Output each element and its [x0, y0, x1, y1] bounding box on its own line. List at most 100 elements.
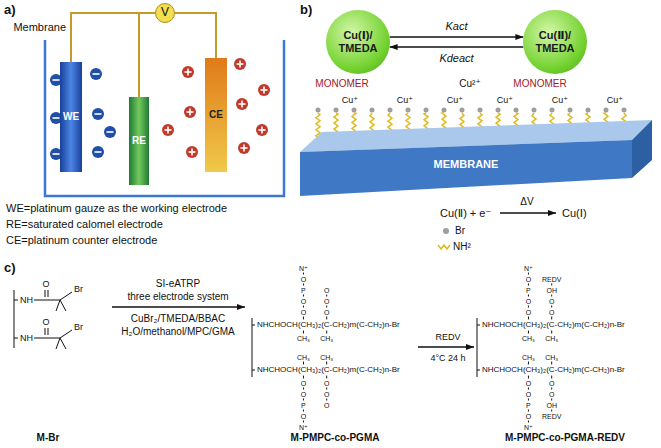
bond-line — [303, 376, 304, 379]
reaction-arrow — [418, 346, 474, 347]
legend-text: Br — [455, 225, 465, 237]
cation-symbol — [186, 146, 198, 158]
bromine-dot — [316, 108, 321, 113]
electrode-note: WE=platinum gauze as the working electro… — [6, 202, 227, 215]
compound-name: M-Br — [37, 432, 60, 444]
atom-label: N⁺ — [299, 424, 308, 431]
bond-line — [528, 410, 529, 412]
counter-electrode: CE — [205, 58, 227, 172]
bond-line — [551, 306, 552, 308]
condition-label: three electrode system — [127, 291, 228, 303]
atom-label: NH — [20, 295, 33, 305]
panel-letter: a) — [4, 3, 16, 18]
atom-label: O — [526, 309, 531, 316]
bond-line — [477, 370, 480, 371]
bond-line — [303, 273, 304, 275]
atom-label: P — [526, 402, 531, 409]
atom-label: CH₃ — [545, 335, 558, 342]
surface-bracket — [14, 290, 15, 348]
bond-line — [528, 362, 529, 365]
node-label: Cu(Ⅱ)/ TMEDA — [529, 29, 581, 54]
bond-line — [14, 338, 18, 339]
atom-label: O — [42, 279, 49, 289]
bond-line — [303, 331, 304, 334]
atom-label: O — [301, 413, 306, 420]
node-label: CE — [209, 109, 223, 121]
bromine-dot — [568, 108, 573, 113]
anion-symbol — [90, 68, 102, 80]
equation-term: Cu(Ⅱ) + e⁻ — [440, 207, 491, 220]
polymer-chain: NHCHOCH(CH₃)₂(C-CH₂)m(C-CH₂)n-Br — [257, 320, 400, 329]
cation-symbol — [258, 84, 270, 96]
surface-bracket — [477, 318, 478, 377]
atom-label: O — [42, 317, 49, 327]
membrane-slab: MEMBRANE — [300, 118, 652, 198]
atom-label: O — [526, 413, 531, 420]
atom-label: NH — [20, 333, 33, 343]
polymer-chain: NHCHOCH(CH₃)₂(C-CH₂)m(C-CH₂)n-Br — [257, 365, 400, 374]
bond-line — [45, 328, 46, 335]
bond-line — [326, 295, 327, 297]
compound-name: M-PMPC-co-PGMA-REDV — [505, 432, 625, 444]
copper-complex-circle: Cu(Ⅰ)/ TMEDA — [326, 10, 390, 74]
panel-letter: b) — [300, 3, 312, 18]
bond-line — [551, 295, 552, 297]
equilibrium-arrow — [390, 46, 524, 47]
bond-line — [326, 376, 327, 379]
ion-label: Cu⁺ — [447, 95, 463, 105]
condition-label: REDV — [435, 332, 460, 342]
cation-symbol — [234, 58, 246, 70]
compound-name: M-PMPC-co-PGMA — [291, 432, 380, 444]
bond-line — [60, 292, 72, 300]
monomer-label: MONOMER — [315, 78, 368, 90]
bond-line — [303, 421, 304, 423]
atom-label: O — [549, 391, 554, 398]
electrode-wire — [71, 13, 155, 62]
atom-label: CH₃ — [522, 354, 535, 361]
bond-line — [56, 300, 60, 311]
atom-label: O — [526, 298, 531, 305]
bond-line — [326, 399, 327, 401]
bromine-dot — [352, 108, 357, 113]
potential-label: ΔV — [520, 196, 533, 208]
working-electrode: MembraneWE — [60, 62, 82, 172]
bond-line — [528, 331, 529, 334]
bond-line — [303, 306, 304, 308]
ion-label: Cu⁺ — [342, 95, 358, 105]
surface-bracket — [252, 318, 253, 377]
bond-line — [60, 330, 72, 338]
atom-label: OH — [546, 287, 557, 294]
condition-label: SI-eATRP — [156, 278, 200, 290]
bond-line — [528, 421, 529, 423]
electrode-note: CE=platinum counter electrode — [6, 234, 157, 247]
bromine-dot — [478, 108, 483, 113]
node-label: RE — [132, 135, 146, 147]
polymer-chain: NHCHOCH(CH₃)₂(C-CH₂)m(C-CH₂)n-Br — [482, 365, 625, 374]
bond-line — [34, 338, 60, 339]
atom-label: O — [549, 380, 554, 387]
atom-label: CH₃ — [297, 354, 310, 361]
bond-line — [303, 410, 304, 412]
bond-line — [303, 399, 304, 401]
legend-swatch — [443, 228, 449, 234]
bond-line — [48, 290, 49, 297]
ion-label: Cu⁺ — [397, 95, 413, 105]
atom-label: Br — [74, 284, 83, 294]
condition-label: 4°C 24 h — [430, 353, 465, 363]
atom-label: O — [301, 391, 306, 398]
node-label: MEMBRANE — [434, 158, 499, 171]
atom-label: O — [301, 380, 306, 387]
atom-label: O — [549, 298, 554, 305]
bond-line — [551, 284, 552, 286]
bromine-dot — [550, 108, 555, 113]
monomer-label: MONOMER — [513, 78, 566, 90]
voltmeter-circle: V — [155, 3, 175, 23]
electrode-note: RE=saturated calomel electrode — [6, 218, 163, 231]
bromine-dot — [514, 108, 519, 113]
atom-label: O — [526, 391, 531, 398]
anion-symbol — [92, 108, 104, 120]
bromine-dot — [388, 108, 393, 113]
bromine-dot — [532, 108, 537, 113]
atom-label: OH — [546, 402, 557, 409]
